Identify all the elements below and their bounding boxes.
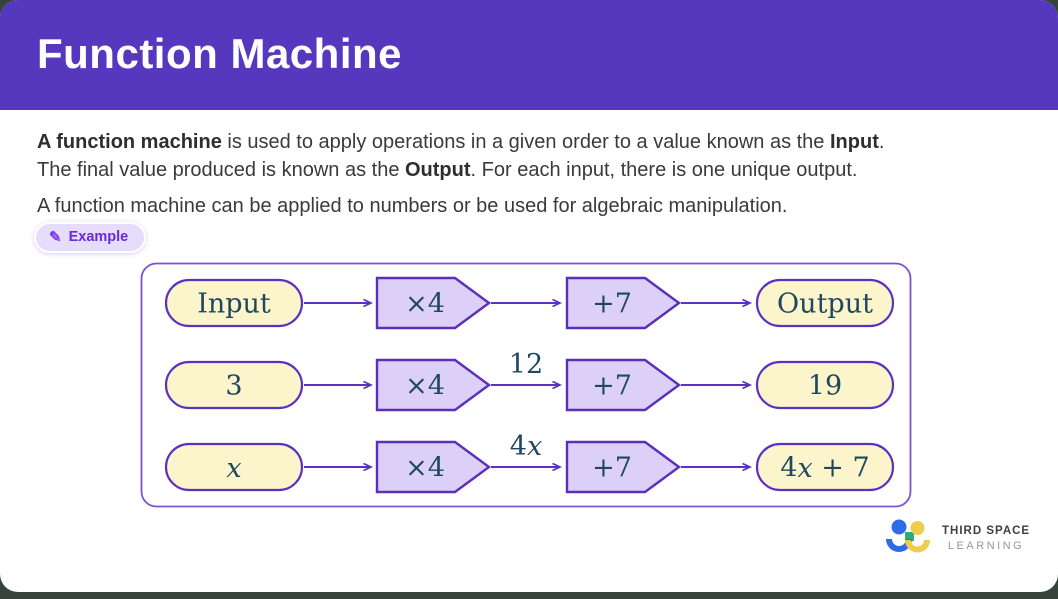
header: Function Machine bbox=[0, 0, 1058, 110]
operation-node bbox=[565, 358, 682, 412]
input-node-label: Input bbox=[197, 289, 271, 320]
input-node-label: 3 bbox=[225, 371, 242, 402]
function-machine-diagram: Input ×4 +7 Output 3 ×4 12 +7 19 bbox=[140, 262, 912, 508]
output-node bbox=[755, 278, 895, 328]
bold-term: Output bbox=[405, 159, 471, 181]
intermediate-value: 12 bbox=[509, 349, 543, 380]
intro-paragraph-2: A function machine can be applied to num… bbox=[37, 195, 788, 217]
diagram-row-1: Input ×4 +7 Output bbox=[164, 276, 895, 330]
intro-text: A function machine is used to apply oper… bbox=[37, 128, 1037, 220]
diagram-row-2: 3 ×4 12 +7 19 bbox=[164, 349, 895, 412]
intro-paragraph-1: A function machine is used to apply oper… bbox=[37, 128, 1037, 184]
operation-node bbox=[375, 358, 492, 412]
logo-text: THIRD SPACE LEARNING bbox=[942, 524, 1030, 554]
third-space-learning-logo: THIRD SPACE LEARNING bbox=[886, 518, 1030, 560]
output-node-label: 4x + 7 bbox=[780, 453, 869, 484]
operation-node bbox=[565, 440, 682, 494]
intermediate-value: 4x bbox=[510, 431, 542, 462]
output-node bbox=[755, 442, 895, 492]
operation-node bbox=[565, 276, 682, 330]
operation-label: ×4 bbox=[405, 453, 445, 484]
text-run: . For each input, there is one unique ou… bbox=[470, 159, 858, 181]
operation-label: +7 bbox=[592, 371, 632, 402]
text-run: The final value produced is known as the bbox=[37, 159, 405, 181]
operation-label: ×4 bbox=[405, 289, 445, 320]
bold-term: A function machine bbox=[37, 131, 222, 153]
input-node bbox=[164, 278, 304, 328]
page-title: Function Machine bbox=[37, 30, 402, 77]
pencil-icon: ✎ bbox=[49, 228, 62, 246]
operation-label: +7 bbox=[592, 289, 632, 320]
input-node bbox=[164, 442, 304, 492]
logo-line-1: THIRD SPACE bbox=[942, 524, 1031, 537]
intro-line-2: The final value produced is known as the… bbox=[37, 156, 1037, 184]
diagram-row-3: x ×4 4x +7 4x + 7 bbox=[164, 431, 895, 494]
example-badge[interactable]: ✎ Example bbox=[34, 222, 147, 253]
operation-node bbox=[375, 276, 492, 330]
output-node-label: Output bbox=[777, 289, 873, 320]
bold-term: Input bbox=[829, 131, 879, 153]
text-run: . bbox=[878, 131, 885, 153]
logo-mark-icon bbox=[886, 519, 930, 553]
operation-label: ×4 bbox=[405, 371, 445, 402]
text-run: is used to apply operations in a given o… bbox=[221, 131, 830, 153]
output-node-label: 19 bbox=[808, 371, 842, 402]
example-badge-label: Example bbox=[68, 229, 129, 245]
output-node bbox=[755, 360, 895, 410]
logo-line-2: LEARNING bbox=[947, 540, 1025, 553]
intro-line-1: A function machine is used to apply oper… bbox=[37, 128, 1037, 156]
operation-node bbox=[375, 440, 492, 494]
operation-label: +7 bbox=[592, 453, 632, 484]
input-node bbox=[164, 360, 304, 410]
input-node-label: x bbox=[226, 453, 241, 484]
